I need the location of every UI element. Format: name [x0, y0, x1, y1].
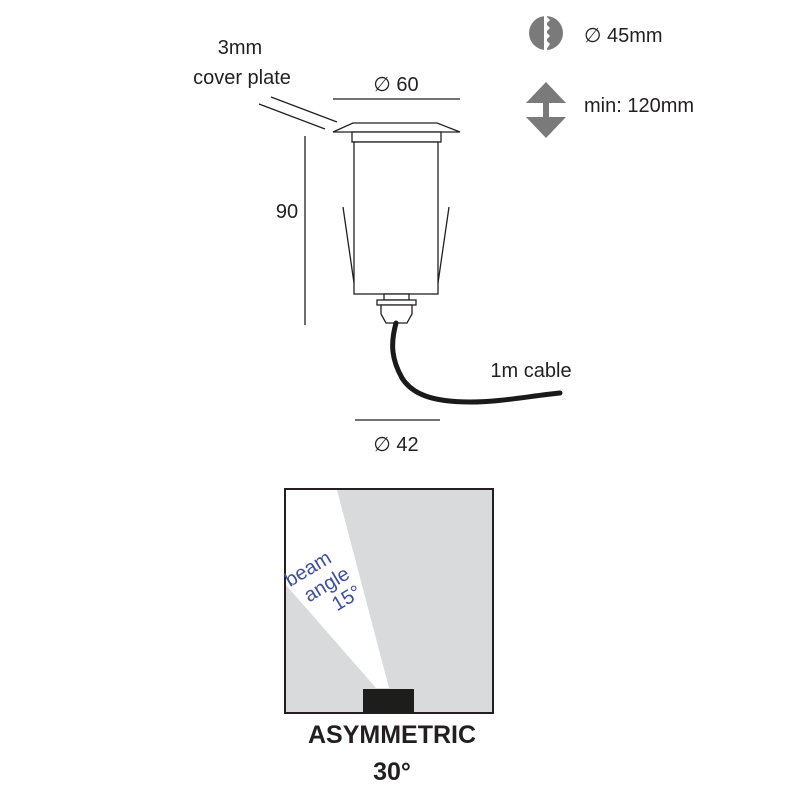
fixture-drawing — [332, 122, 461, 324]
cutout-diameter-label: ∅ 45mm — [584, 25, 663, 47]
min-depth-label: min: 120mm — [584, 95, 694, 117]
beam-type-title: ASYMMETRIC — [308, 721, 476, 749]
gland-top — [383, 293, 410, 301]
height-label: 90 — [276, 201, 298, 223]
hole-saw-icon — [529, 16, 563, 50]
right-clip — [437, 206, 450, 284]
cover-plate — [332, 122, 461, 133]
top-diameter-label: ∅ 60 — [373, 74, 418, 96]
beam-type-angle: 30° — [373, 758, 411, 786]
gland-body — [380, 304, 413, 324]
cable-label: 1m cable — [490, 360, 571, 382]
up-down-arrow-icon — [526, 82, 566, 138]
collar — [351, 131, 442, 143]
beam-cone — [286, 490, 389, 688]
left-clip — [342, 206, 355, 284]
cable — [390, 320, 563, 405]
bottom-diameter-label: ∅ 42 — [373, 434, 418, 456]
beam-angle-diagram: beam angle 15° — [281, 488, 494, 714]
gland-ring — [376, 299, 417, 306]
body — [353, 141, 439, 295]
leader-lines — [258, 96, 338, 130]
luminaire-block — [363, 689, 414, 713]
cover-plate-label-line1: 3mm — [218, 37, 262, 59]
cover-plate-label-line2: cover plate — [193, 67, 291, 89]
